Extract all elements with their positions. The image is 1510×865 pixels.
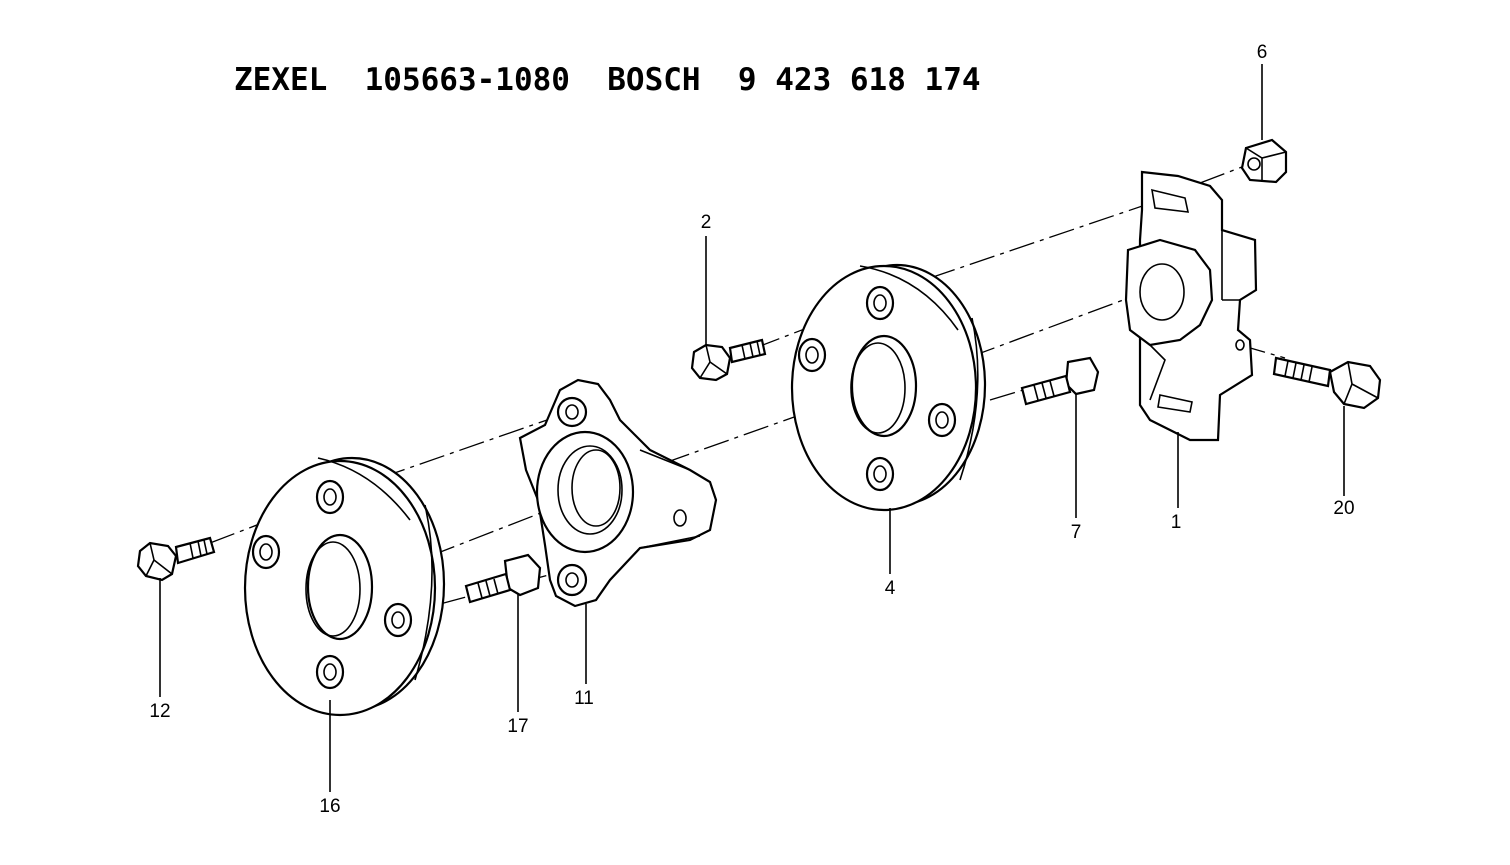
part-12-bolt	[136, 536, 216, 582]
callout-7: 7	[1070, 522, 1082, 543]
callout-12: 12	[149, 701, 171, 722]
callout-20: 20	[1333, 498, 1355, 519]
part-17-bolt	[464, 553, 542, 604]
callout-4: 4	[884, 578, 896, 599]
part-11-hub	[518, 378, 718, 608]
callout-17: 17	[507, 716, 529, 737]
callout-2: 2	[700, 212, 712, 233]
part-7-bolt	[1020, 356, 1100, 406]
part-16-flange-disk	[243, 456, 446, 717]
part-1-coupling-bracket	[1124, 170, 1258, 442]
part-2-bolt	[690, 338, 767, 382]
callout-16: 16	[319, 796, 341, 817]
diagram-title: ZEXEL 105663-1080 BOSCH 9 423 618 174	[234, 62, 981, 98]
callout-1: 1	[1170, 512, 1182, 533]
callout-6: 6	[1256, 42, 1268, 63]
part-4-flange-disk	[790, 263, 987, 512]
part-20-flange-bolt	[1272, 356, 1382, 410]
callout-leader-lines	[159, 64, 1345, 792]
callout-11: 11	[574, 688, 594, 709]
part-6-nut	[1240, 138, 1288, 184]
